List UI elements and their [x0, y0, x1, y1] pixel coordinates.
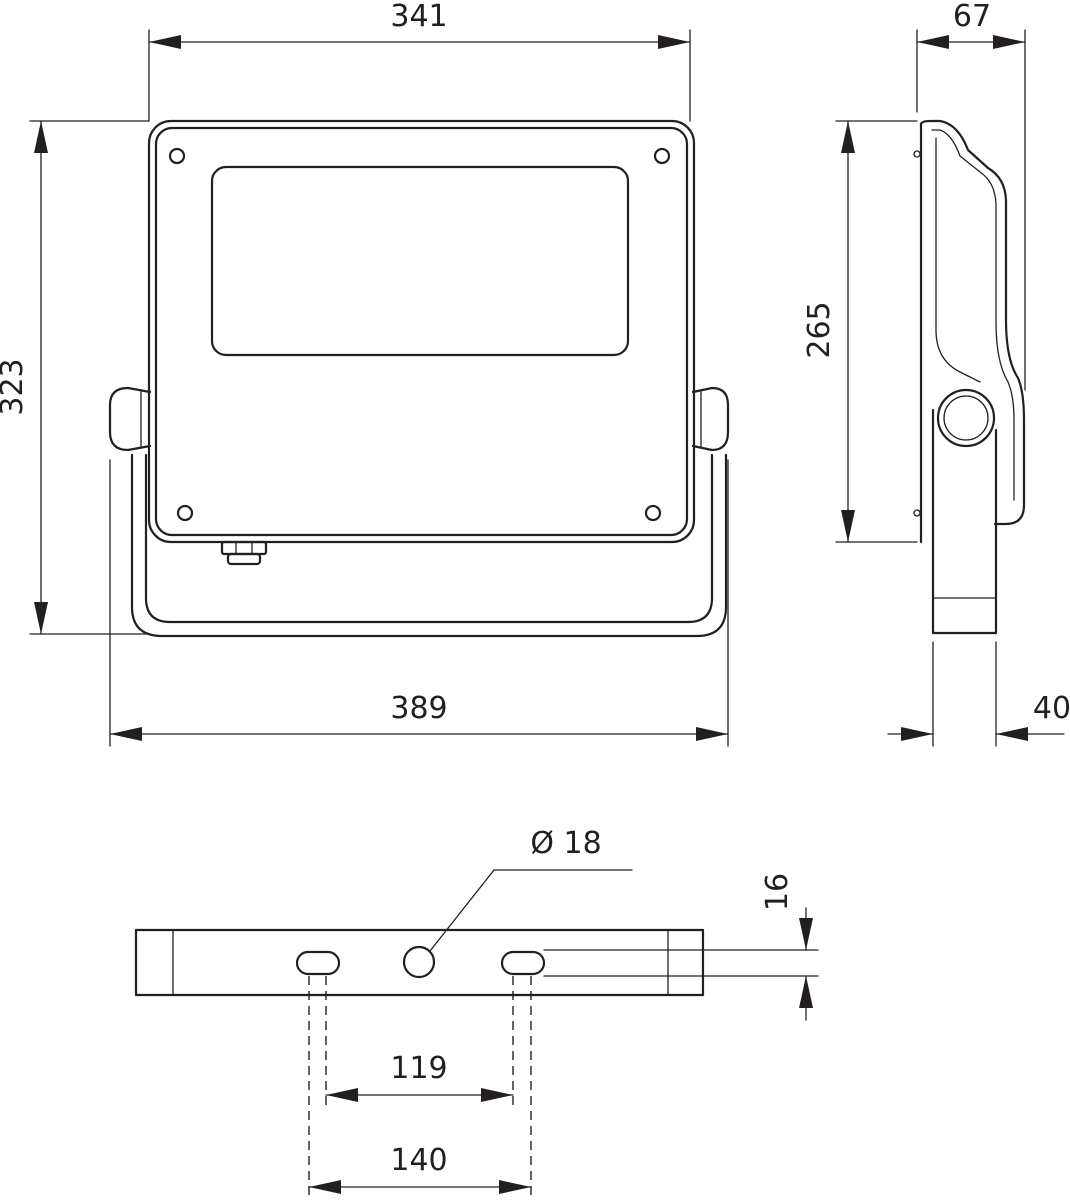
- dimension-341: 341: [148, 0, 691, 49]
- dim-label-diameter-18: Ø 18: [530, 826, 601, 861]
- side-pivot-knob: [936, 388, 996, 448]
- side-screw-top: [913, 150, 921, 158]
- knob-left: [108, 386, 152, 452]
- screw-bottom-right: [644, 504, 662, 522]
- front-body-inner: [154, 126, 689, 537]
- front-body-outer: [147, 119, 696, 544]
- front-view: 341 323 389: [0, 0, 730, 747]
- dim-label-323: 323: [0, 358, 30, 415]
- dimension-16: 16: [543, 873, 819, 1021]
- bracket-plan-view: Ø 18 16 119 140: [134, 826, 819, 1200]
- side-pivot-inner: [943, 395, 989, 441]
- dimension-119: 119: [325, 1051, 514, 1102]
- bracket-plate: [134, 928, 705, 997]
- side-housing-inner: [931, 129, 1015, 501]
- screw-bottom-left: [176, 504, 194, 522]
- side-housing-inner2: [935, 137, 981, 383]
- dimension-67: 67: [916, 0, 1026, 49]
- led-window: [210, 165, 630, 357]
- dimension-diameter-18: Ø 18: [429, 826, 633, 952]
- center-hole: [402, 945, 436, 979]
- side-bracket-arm: [931, 408, 998, 635]
- dimension-323: 323: [0, 120, 48, 635]
- dim-label-119: 119: [390, 1051, 447, 1086]
- dim-label-67: 67: [953, 0, 991, 34]
- side-housing-outer: [919, 119, 1026, 526]
- dim-label-140: 140: [390, 1143, 447, 1178]
- dimension-265: 265: [802, 120, 855, 543]
- mounting-slot-right: [500, 950, 546, 976]
- side-view: 67 265 40: [802, 0, 1070, 747]
- side-screw-bottom: [913, 509, 921, 517]
- dimension-40: 40: [887, 691, 1070, 741]
- screw-top-left: [168, 147, 186, 165]
- dim-label-16: 16: [760, 873, 795, 911]
- dim-label-40: 40: [1033, 691, 1070, 726]
- cable-gland: [220, 540, 268, 566]
- dimension-140: 140: [308, 1143, 532, 1194]
- screw-top-right: [653, 147, 671, 165]
- dim-label-341: 341: [390, 0, 447, 34]
- dim-label-389: 389: [390, 691, 447, 726]
- knob-right: [691, 386, 730, 452]
- dimension-389: 389: [109, 691, 729, 741]
- dim-label-265: 265: [802, 301, 837, 358]
- front-bracket-inner: [144, 453, 714, 624]
- mounting-slot-left: [295, 950, 341, 976]
- front-bracket: [130, 453, 728, 638]
